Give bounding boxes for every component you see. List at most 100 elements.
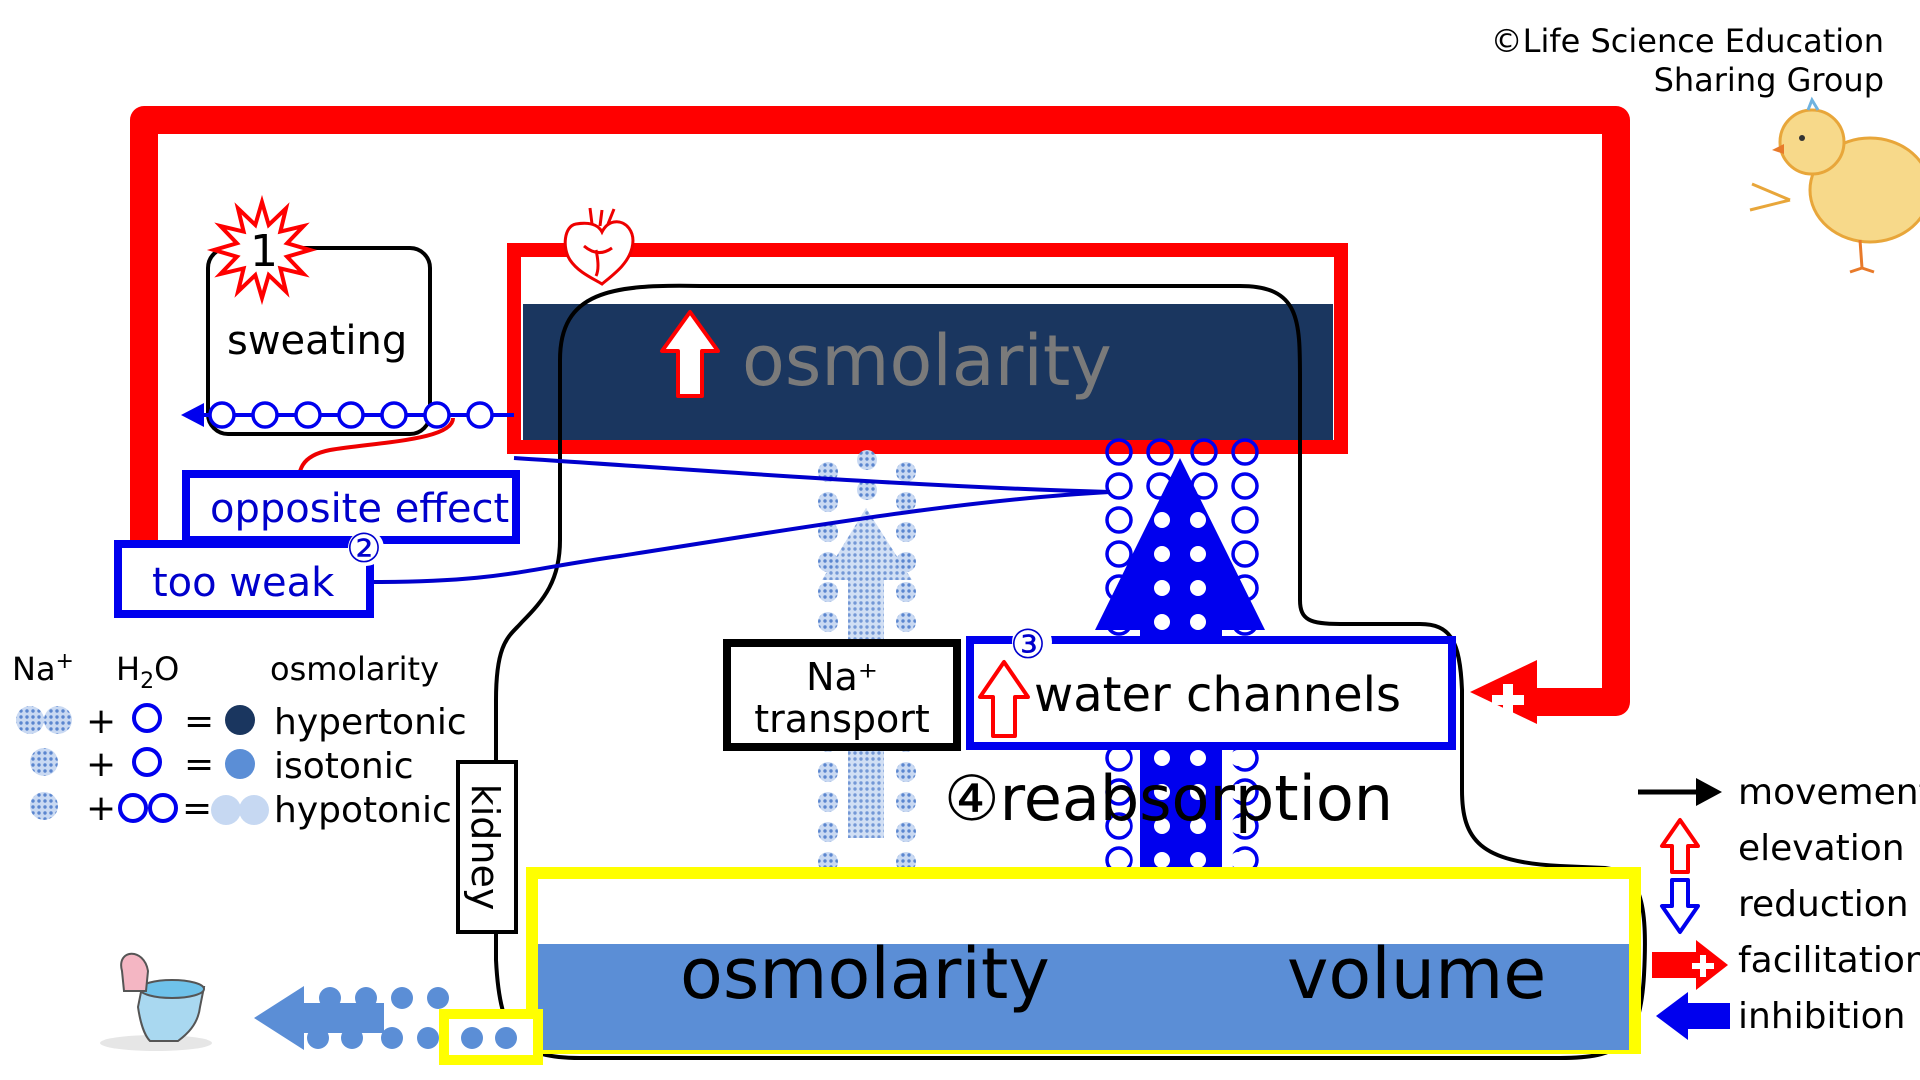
- urine-dot: [391, 987, 413, 1009]
- inhibition-arrow-icon: [1656, 992, 1730, 1040]
- elevation-arrow-icon: [1660, 818, 1700, 874]
- key-water-circle: [148, 793, 178, 823]
- water-circle: [251, 401, 279, 429]
- sodium-dot: [818, 612, 838, 632]
- step-3-badge: [1012, 622, 1052, 662]
- sodium-dot: [896, 792, 916, 812]
- sodium-dot: [857, 450, 877, 470]
- key-hypertonic-dot: [225, 705, 255, 735]
- water-circle: [380, 401, 408, 429]
- key-equals: =: [184, 744, 214, 785]
- water-circle: [1190, 750, 1206, 766]
- starburst-shape: [206, 194, 318, 306]
- urine-osmolarity-label: osmolarity: [680, 933, 1050, 1015]
- water-circle: [1230, 784, 1246, 800]
- urine-dot: [381, 1027, 403, 1049]
- reduction-arrow-icon: [1660, 878, 1700, 934]
- step-2-badge: [348, 530, 384, 566]
- opposite-effect-line: [513, 456, 1111, 494]
- facilitation-arrow-icon: [1652, 940, 1728, 990]
- water-circle: [1190, 546, 1206, 562]
- urine-fill: [538, 944, 1629, 1050]
- water-circle: [1190, 512, 1206, 528]
- water-circle: [1154, 614, 1170, 630]
- reabsorption-label: ④reabsorption: [944, 762, 1393, 835]
- key-plus: +: [86, 744, 116, 785]
- na-transport-box: [723, 639, 961, 751]
- key-water-circle: [132, 703, 162, 733]
- urine-dot: [461, 1027, 483, 1049]
- water-circle: [466, 401, 494, 429]
- water-circle: [1231, 540, 1259, 568]
- sweating-label: sweating: [227, 318, 407, 364]
- key-isotonic-dot: [225, 749, 255, 779]
- opposite-effect-label: opposite effect: [210, 486, 509, 532]
- key-water-circle: [118, 793, 148, 823]
- key-na-dot: [30, 748, 58, 776]
- sodium-dot: [818, 492, 838, 512]
- key-hypertonic-label: hypertonic: [274, 702, 467, 743]
- key-plus: +: [86, 788, 116, 829]
- water-circle: [1154, 546, 1170, 562]
- sodium-dot: [896, 462, 916, 482]
- step-1-label: 1: [250, 226, 278, 277]
- legend-reduction-label: reduction: [1738, 884, 1909, 925]
- water-circle: [1105, 506, 1133, 534]
- sweat-water-circles: [208, 401, 494, 429]
- key-equals: =: [184, 701, 214, 742]
- sodium-dot: [896, 492, 916, 512]
- copyright-line-1: ©Life Science Education: [1491, 22, 1884, 60]
- water-circle: [1154, 750, 1170, 766]
- water-circle: [1190, 614, 1206, 630]
- movement-arrow-icon: [1696, 778, 1722, 806]
- sodium-column-mid: [857, 450, 877, 500]
- sodium-dot: [818, 762, 838, 782]
- water-circle: [294, 401, 322, 429]
- key-isotonic-label: isotonic: [274, 746, 414, 787]
- kidney-label-box: [456, 760, 518, 934]
- toilet-icon: [100, 952, 212, 1051]
- urine-duct: [439, 1009, 543, 1065]
- water-circle: [1105, 438, 1133, 466]
- urine-outflow-arrow: [254, 986, 384, 1050]
- legend-elevation-label: elevation: [1738, 828, 1905, 869]
- water-circle: [1231, 438, 1259, 466]
- water-circle: [423, 401, 451, 429]
- water-circle: [1154, 818, 1170, 834]
- key-na-dot: [16, 706, 44, 734]
- water-circle: [1114, 750, 1130, 766]
- water-circle: [1230, 818, 1246, 834]
- blood-osmolarity-label: osmolarity: [742, 320, 1112, 402]
- sodium-dot: [857, 480, 877, 500]
- copyright-line-2: Sharing Group: [1654, 61, 1884, 99]
- key-na-dot: [30, 792, 58, 820]
- water-circle: [1231, 506, 1259, 534]
- starburst-icon: [206, 194, 318, 306]
- urine-dot: [417, 1027, 439, 1049]
- sodium-dot: [896, 762, 916, 782]
- water-circle: [337, 401, 365, 429]
- water-circle: [1154, 784, 1170, 800]
- key-hypotonic-dot: [211, 795, 241, 825]
- sodium-dot: [818, 822, 838, 842]
- sodium-dot: [896, 822, 916, 842]
- water-circle: [1230, 750, 1246, 766]
- blood-osmolarity-fill: [523, 304, 1333, 440]
- sodium-dot: [818, 792, 838, 812]
- key-plus: +: [86, 701, 116, 742]
- water-channels-label: water channels: [1034, 667, 1401, 723]
- too-weak-line: [369, 490, 1111, 584]
- water-circle: [1114, 818, 1130, 834]
- key-table: Na+ H2O osmolarity + = hypertonic + = is…: [12, 649, 467, 831]
- urine-dot: [495, 1027, 517, 1049]
- na-transport-label-2: transport: [754, 697, 930, 741]
- sodium-dot: [818, 582, 838, 602]
- water-circle: [1190, 438, 1218, 466]
- key-hypotonic-dot: [239, 795, 269, 825]
- sweat-outflow-arrowhead: [181, 403, 204, 427]
- water-circle: [1230, 852, 1246, 868]
- sodium-dot: [896, 522, 916, 542]
- step-2-label: ②: [346, 526, 382, 572]
- water-circle: [1105, 472, 1133, 500]
